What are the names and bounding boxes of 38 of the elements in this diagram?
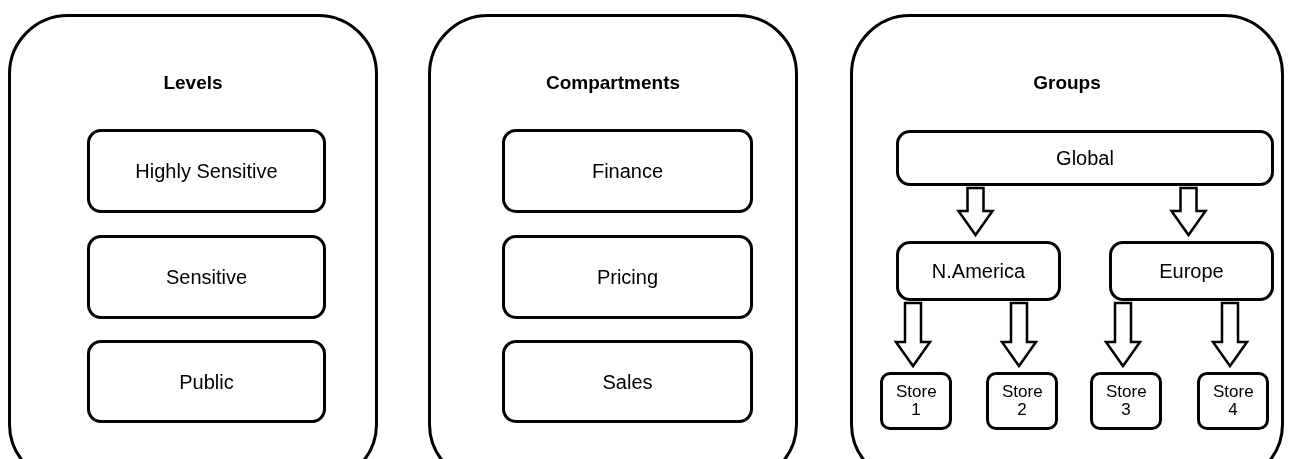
box-label: Store 3 — [1106, 383, 1146, 419]
label-box — [502, 235, 753, 319]
panel-title: Groups — [1033, 71, 1101, 95]
box-label: Store 2 — [1002, 383, 1042, 419]
category-panel — [428, 14, 798, 459]
label-box — [1197, 372, 1269, 430]
label-box — [896, 241, 1061, 301]
box-label: Store 1 — [896, 383, 936, 419]
block-arrow — [1103, 301, 1143, 369]
label-box — [1109, 241, 1274, 301]
category-panel — [850, 14, 1284, 459]
label-box — [896, 130, 1274, 186]
box-label: Finance — [591, 159, 664, 184]
panel-title: Levels — [163, 71, 223, 95]
box-label: Sensitive — [165, 265, 248, 290]
label-box — [87, 340, 326, 423]
box-label: Highly Sensitive — [135, 159, 278, 184]
box-label: Store 4 — [1213, 383, 1253, 419]
panel-title: Compartments — [545, 71, 681, 95]
box-label: N.America — [931, 259, 1026, 284]
label-box — [880, 372, 952, 430]
box-label: Europe — [1159, 259, 1224, 284]
block-arrow — [1210, 301, 1250, 369]
block-arrow — [999, 301, 1039, 369]
box-label: Public — [179, 369, 234, 395]
box-label: Pricing — [596, 265, 659, 290]
label-box — [986, 372, 1058, 430]
block-arrow — [1169, 186, 1208, 238]
block-arrow — [893, 301, 933, 369]
block-arrow — [956, 186, 995, 238]
label-box — [502, 129, 753, 213]
category-panel — [8, 14, 378, 459]
label-box — [502, 340, 753, 423]
box-label: Sales — [602, 369, 653, 395]
label-box — [87, 129, 326, 213]
label-box — [1090, 372, 1162, 430]
label-box — [87, 235, 326, 319]
box-label: Global — [1056, 146, 1114, 171]
